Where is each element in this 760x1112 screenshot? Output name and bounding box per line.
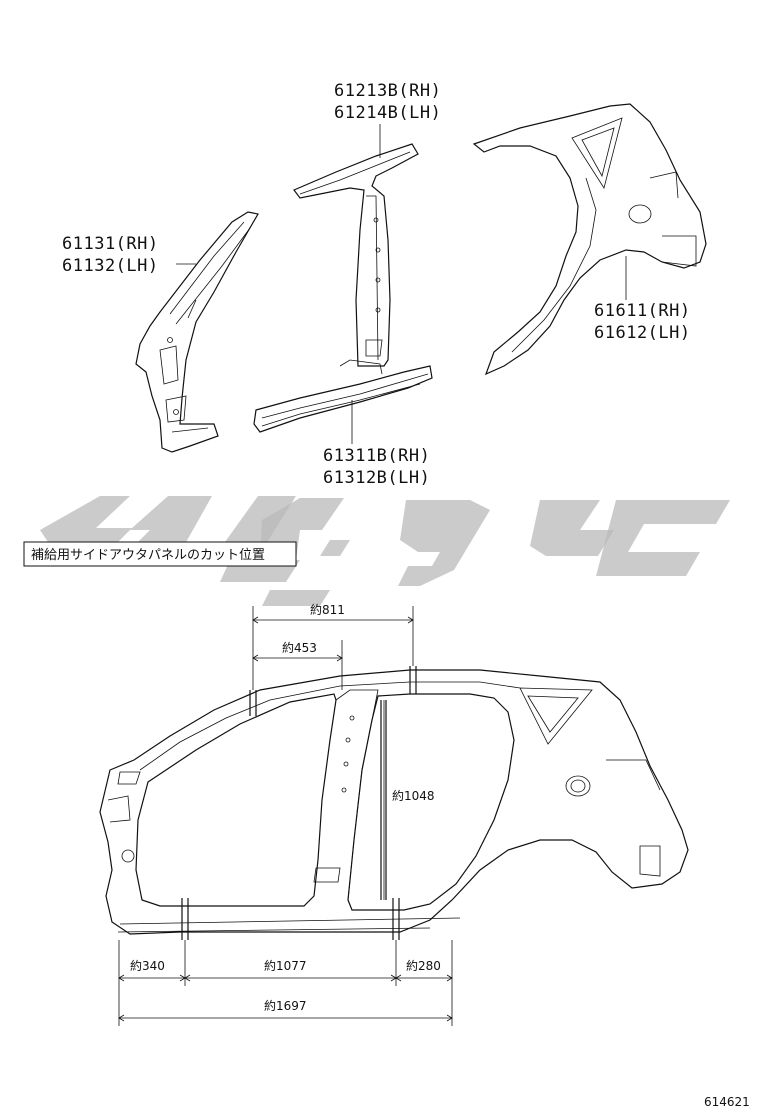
part-number-61612: 61612(LH) [594,323,691,343]
part-number-61132: 61132(LH) [62,256,159,276]
caption-text: 補給用サイドアウタパネルのカット位置 [31,548,265,563]
rocker-panel-part [253,359,433,433]
dimension-lines [118,606,453,1026]
dimension-280: 約280 [406,958,441,973]
center-pillar-part [293,143,419,367]
cut-marks [181,666,417,940]
part-number-61611: 61611(RH) [594,301,691,321]
caption-box: 補給用サイドアウタパネルのカット位置 [23,541,297,567]
part-label-quarter: 61611(RH) 61612(LH) [594,256,691,343]
dimension-340: 約340 [130,958,165,973]
dimension-811: 約811 [310,602,345,617]
part-label-center-pillar: 61213B(RH) 61214B(LH) [334,81,441,158]
part-number-61131: 61131(RH) [62,234,159,254]
dimension-labels: 約811 約453 約1048 約340 約1077 約280 約1697 [130,602,441,1013]
full-side-panel [99,669,689,935]
part-label-rocker: 61311B(RH) 61312B(LH) [323,400,430,488]
dimension-453: 約453 [282,640,317,655]
part-number-61213b: 61213B(RH) [334,81,441,101]
part-number-61312b: 61312B(LH) [323,468,430,488]
part-label-front-pillar: 61131(RH) 61132(LH) [62,234,196,276]
quarter-panel-part [472,103,707,376]
part-number-61311b: 61311B(RH) [323,446,430,466]
figure-id: 614621 [704,1095,750,1109]
dimension-1048: 約1048 [392,788,435,803]
front-pillar-part [135,211,259,453]
dimension-1697: 約1697 [264,998,307,1013]
dimension-1077: 約1077 [264,958,307,973]
part-number-61214b: 61214B(LH) [334,103,441,123]
